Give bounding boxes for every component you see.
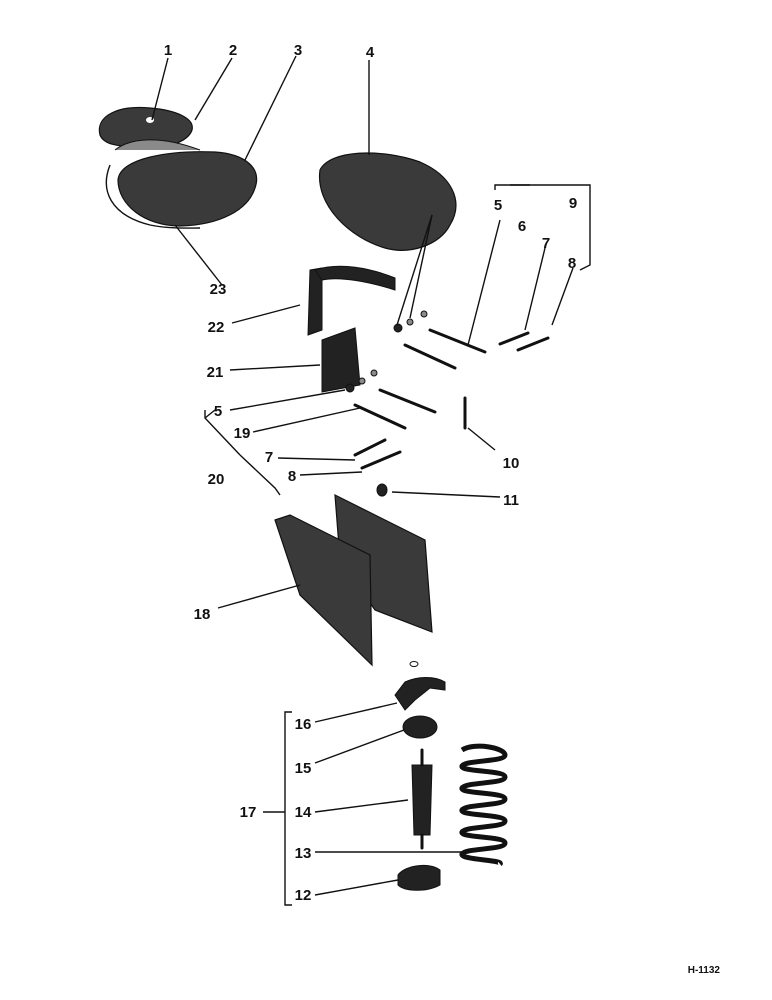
bracket-16 <box>394 661 446 711</box>
callout-12: 12 <box>295 887 312 904</box>
callout-8-lower: 8 <box>288 468 296 485</box>
callout-8-upper: 8 <box>568 255 576 272</box>
bracket-21 <box>321 327 361 393</box>
seat-back-strap <box>114 139 201 151</box>
shock-absorber-14 <box>411 748 433 850</box>
roller-pins-upper <box>393 310 487 370</box>
callout-23: 23 <box>210 281 227 298</box>
callout-4: 4 <box>366 44 375 61</box>
callout-21: 21 <box>207 364 224 381</box>
seat-frame <box>105 164 201 229</box>
callout-15: 15 <box>295 760 312 777</box>
seat-cushion <box>117 151 258 227</box>
callout-11: 11 <box>503 492 519 509</box>
callout-7-lower: 7 <box>265 449 273 466</box>
callout-2: 2 <box>229 42 237 59</box>
pin-lower-b <box>360 450 402 470</box>
callout-16: 16 <box>295 716 312 733</box>
callout-9: 9 <box>569 195 577 212</box>
callout-6: 6 <box>518 218 526 235</box>
callout-13: 13 <box>295 845 312 862</box>
callout-7-upper: 7 <box>542 235 550 252</box>
callout-14: 14 <box>295 804 312 821</box>
callout-1: 1 <box>164 42 172 59</box>
callout-3: 3 <box>294 42 302 59</box>
callout-18: 18 <box>194 606 211 623</box>
seat-assembly <box>98 106 258 229</box>
callout-17: 17 <box>240 804 257 821</box>
cap-15 <box>402 715 438 739</box>
nut-11 <box>376 483 388 497</box>
callout-5-upper: 5 <box>494 197 502 214</box>
leader-lines <box>151 55 591 906</box>
roller-pins-lower <box>345 369 437 430</box>
bracket-22 <box>307 265 396 336</box>
callout-22: 22 <box>208 319 225 336</box>
pin-upper-a <box>498 331 530 346</box>
spring-13 <box>459 743 508 867</box>
callout-5-lower: 5 <box>214 403 222 420</box>
base-12 <box>397 864 441 891</box>
side-plates <box>274 493 433 667</box>
pin-upper-b <box>516 336 550 352</box>
seat-pan <box>318 152 457 251</box>
callout-10: 10 <box>503 455 520 472</box>
callout-19: 19 <box>234 425 251 442</box>
callout-20: 20 <box>208 471 225 488</box>
callout-labels: 1 2 3 4 5 6 7 8 9 10 11 12 13 14 15 16 1… <box>164 42 577 904</box>
figure-id: H-1132 <box>688 965 721 976</box>
pin-lower-a <box>353 438 387 457</box>
